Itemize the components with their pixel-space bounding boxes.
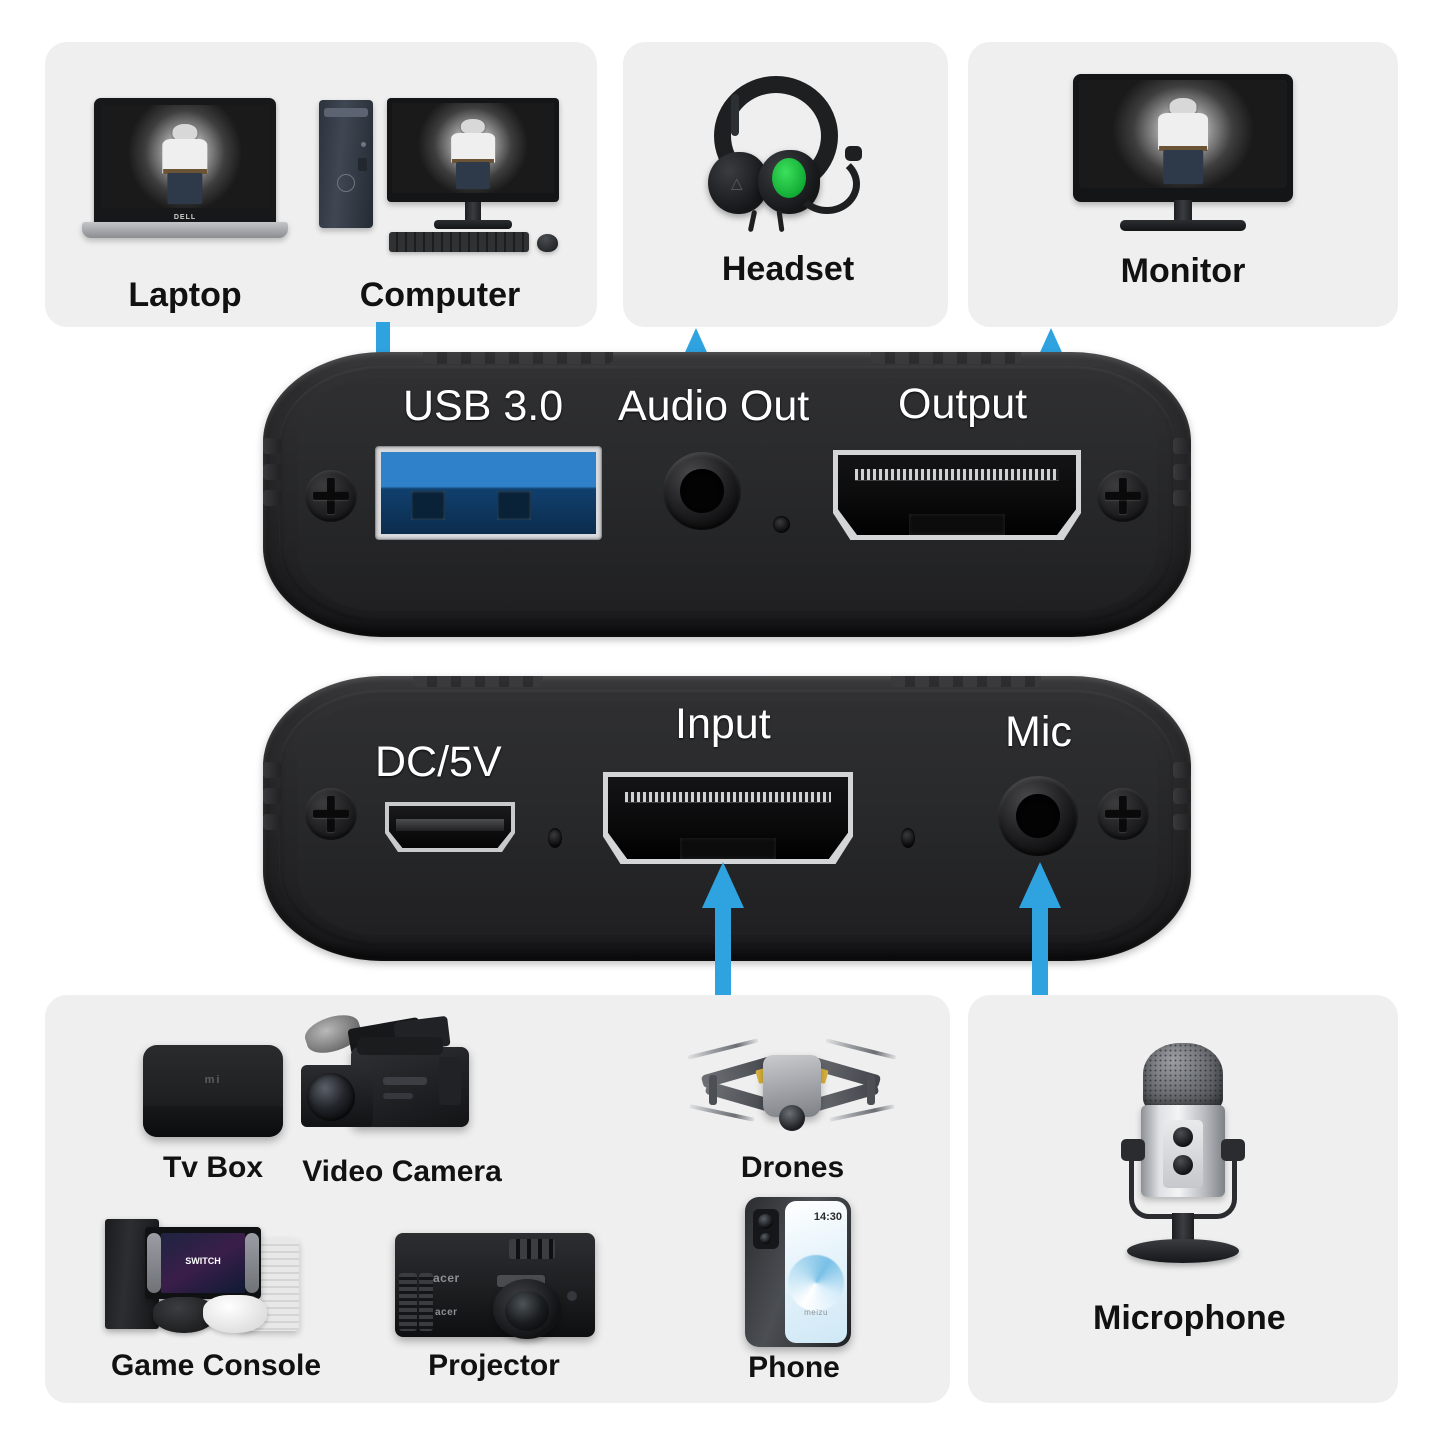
port-audio-out-jack[interactable] (663, 452, 741, 530)
cell-phone: 14:30 meizu Phone (709, 1195, 879, 1384)
panel-monitor: Monitor (968, 42, 1398, 327)
phone-brand-text: meizu (804, 1308, 828, 1318)
cell-label-laptop: Laptop (128, 276, 242, 314)
cell-label-computer: Computer (359, 276, 521, 314)
cell-game-console: SWITCH Game Console (91, 1213, 341, 1382)
cell-tv-box: mi Tv Box (113, 1025, 313, 1184)
pinhole-right-back (901, 828, 915, 848)
drone-icon (685, 1029, 900, 1144)
case-screw-left (305, 470, 357, 522)
status-led-pinhole (773, 516, 790, 533)
tv-box-icon: mi (113, 1025, 313, 1145)
arrow-mic-from-microphone (1017, 862, 1063, 1002)
capture-card-front: USB 3.0 Audio Out Output (263, 352, 1191, 637)
laptop-icon: DELL (80, 90, 290, 260)
cell-microphone: Microphone (1093, 1043, 1286, 1337)
headset-icon: △ (698, 70, 878, 240)
port-mic-jack[interactable] (998, 776, 1078, 856)
smartphone-icon: 14:30 meizu (709, 1195, 879, 1347)
panel-video-sources: mi Tv Box Video Camera (45, 995, 950, 1403)
cell-laptop: DELL Laptop (80, 90, 290, 314)
panel-headset: △ Headset (623, 42, 948, 327)
cell-label-phone: Phone (748, 1351, 840, 1384)
port-label-mic: Mic (1005, 708, 1072, 756)
capture-card-back: DC/5V Input Mic (263, 676, 1191, 961)
port-label-output: Output (898, 380, 1028, 428)
case-screw-right (1097, 470, 1149, 522)
port-dc-5v-microusb[interactable] (385, 802, 515, 852)
cell-video-camera: Video Camera (287, 1009, 517, 1188)
cell-label-video-camera: Video Camera (302, 1155, 502, 1188)
cell-projector: acer acer Projector (381, 1225, 607, 1382)
panel-microphone: Microphone (968, 995, 1398, 1403)
cell-label-game-console: Game Console (110, 1349, 322, 1382)
cell-headset: △ Headset (698, 70, 878, 288)
cell-label-monitor: Monitor (1120, 252, 1246, 290)
projector-icon: acer acer (381, 1225, 607, 1343)
cell-monitor: Monitor (1073, 74, 1293, 290)
cell-drones: Drones (685, 1029, 900, 1184)
port-hdmi-input[interactable] (603, 772, 853, 864)
cell-label-drones: Drones (740, 1151, 845, 1184)
monitor-icon (1073, 74, 1293, 242)
cell-label-projector: Projector (428, 1349, 560, 1382)
port-hdmi-output[interactable] (833, 450, 1081, 540)
cell-computer: Computer (315, 82, 565, 314)
case-screw-left-back (305, 788, 357, 840)
case-screw-right-back (1097, 788, 1149, 840)
video-camera-icon (287, 1009, 517, 1148)
game-console-icon: SWITCH (91, 1213, 341, 1343)
arrow-input-from-sources (700, 862, 746, 1002)
cell-label-headset: Headset (721, 250, 855, 288)
microphone-icon (1093, 1043, 1273, 1283)
cell-label-tv-box: Tv Box (162, 1151, 264, 1184)
pinhole-left-back (548, 828, 562, 848)
panel-output-computers: DELL Laptop (45, 42, 597, 327)
port-usb-3-0[interactable] (376, 447, 601, 539)
port-label-audio-out: Audio Out (618, 382, 810, 430)
cell-label-microphone: Microphone (1093, 1299, 1286, 1337)
port-label-input: Input (675, 700, 771, 748)
port-label-dc5v: DC/5V (375, 738, 502, 786)
port-label-usb30: USB 3.0 (403, 382, 564, 430)
desktop-computer-icon (315, 82, 565, 262)
